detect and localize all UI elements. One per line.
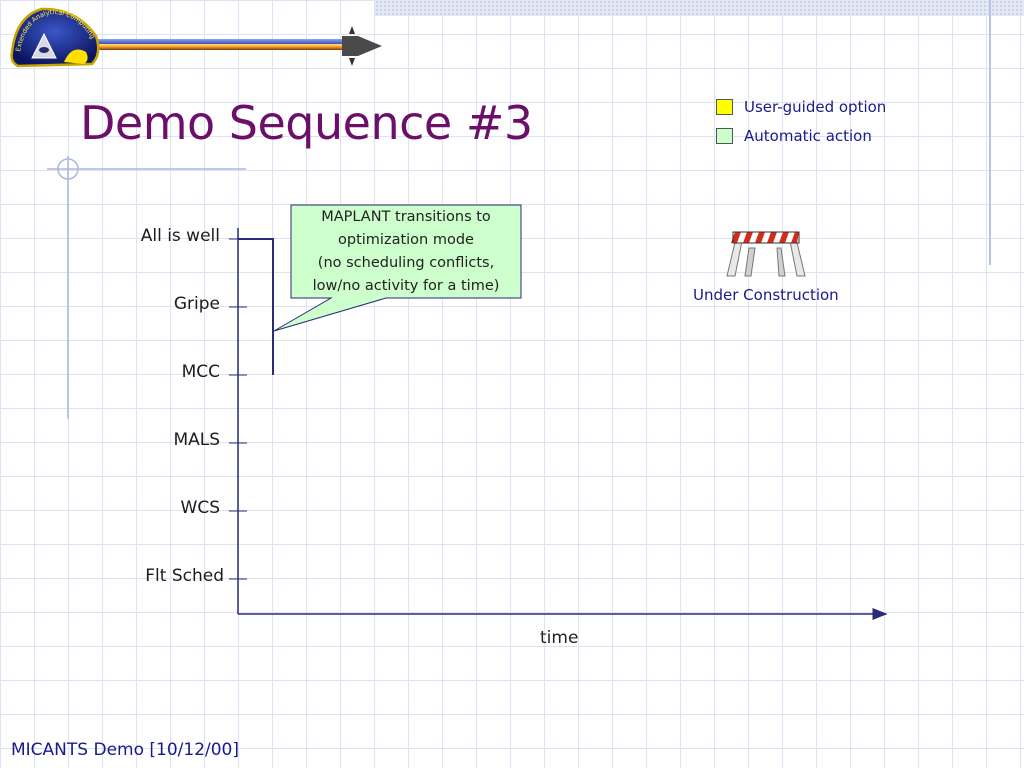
y-level-label: All is well [140,226,220,246]
legend: User-guided option Automatic action [716,92,886,150]
pen-nib [342,36,382,56]
logo-swoosh [64,49,88,64]
callout-line: optimization mode [338,232,474,248]
logo: Extended Analytical Computing Environmen… [6,6,382,68]
callout-text: MAPLANT transitions to optimization mode… [291,206,521,298]
eye-triangle-logo-icon [31,32,57,59]
y-level-label: WCS [180,498,220,518]
y-level-label: MCC [181,362,220,382]
legend-label: Automatic action [744,126,872,145]
state-trace [238,238,274,375]
y-ticks [229,238,247,580]
y-level-label: Flt Sched [145,566,224,586]
legend-swatch [716,98,733,115]
pen-fins [349,26,355,66]
page-title: Demo Sequence #3 [80,96,533,150]
x-axis-label: time [540,628,579,648]
callout-line: MAPLANT transitions to [321,209,491,225]
header-band [375,0,1024,16]
legend-item-automatic: Automatic action [716,121,886,150]
construction-barrier-icon [726,231,806,277]
pen-shaft-blue [86,39,356,46]
legend-swatch [716,127,733,144]
y-level-label: MALS [173,430,220,450]
right-rule [989,0,991,265]
callout-line: low/no activity for a time) [312,278,500,294]
logo-eye [39,47,49,53]
pen-shaft-gold [86,44,356,50]
legend-item-user-guided: User-guided option [716,92,886,121]
title-crosshair [47,156,246,419]
under-construction-label: Under Construction [693,286,839,304]
y-level-label: Gripe [173,294,220,314]
callout-line: (no scheduling conflicts, [317,255,495,271]
footer: MICANTS Demo [10/12/00] [11,740,240,760]
legend-label: User-guided option [744,97,887,116]
callout-box [273,204,522,332]
